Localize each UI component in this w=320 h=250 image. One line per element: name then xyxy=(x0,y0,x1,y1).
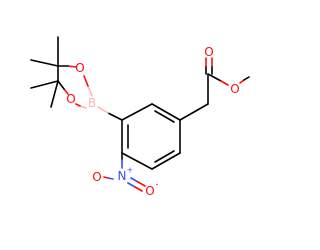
atom-oxygen-pinacol-bottom-label: O xyxy=(66,92,75,106)
bond-ester-o xyxy=(220,80,229,86)
bond-methyl-bottom xyxy=(50,80,59,108)
bond-ring-c2-c3 xyxy=(151,103,181,121)
atom-oxygen-carbonyl-label: O xyxy=(204,45,213,59)
bond-methyl-upper-left xyxy=(30,59,59,67)
atom-oxygen-nitro-right-label: O xyxy=(145,184,154,198)
atom-nitrogen-label: N xyxy=(118,169,127,183)
bond-ester-methyl-c xyxy=(243,76,250,81)
bond-methyl-lower-left xyxy=(30,80,59,89)
atom-labels: B O O N + O - O O O xyxy=(66,45,239,198)
bond-n-o-left-o xyxy=(103,176,109,179)
bond-ring-c4-c5 xyxy=(151,152,181,170)
bond-o-bottom-c-o xyxy=(63,88,69,95)
bond-ring-c1-c2 xyxy=(121,103,153,121)
bond-ring-boron-c xyxy=(107,112,123,121)
molecule-structure-diagram: B O O N + O - O O O xyxy=(30,36,250,198)
bond-n-o-right-a-n xyxy=(130,177,139,183)
bond-ester-methyl-o xyxy=(239,79,245,84)
atom-oxygen-nitro-left-label: O xyxy=(92,170,101,184)
atom-oxygen-ester-label: O xyxy=(230,82,239,96)
bond-o-top-c-o xyxy=(67,65,77,68)
bond-boron-o-top-o xyxy=(83,75,89,87)
bond-o-bottom-c-c xyxy=(57,80,65,90)
bond-boron-o-bottom-o xyxy=(75,103,81,107)
heteroatom-bonds xyxy=(57,57,250,192)
nitrogen-positive-charge: + xyxy=(127,166,134,175)
bond-n-o-right-b-n xyxy=(127,182,136,188)
bond-boron-o-bottom-b xyxy=(79,105,87,109)
bond-n-o-right-b-o xyxy=(134,186,143,192)
bond-n-o-left-n xyxy=(107,177,114,180)
atom-oxygen-pinacol-top-label: O xyxy=(75,61,84,75)
bond-ring-c5-c6 xyxy=(121,152,153,170)
bond-boron-o-top-b xyxy=(87,85,93,97)
bond-n-o-right-a-o xyxy=(137,181,146,187)
oxygen-negative-charge: - xyxy=(156,180,159,189)
carbon-bonds xyxy=(30,36,209,170)
bond-ring-double-1 xyxy=(154,110,175,123)
bond-ring-boron-b xyxy=(97,106,109,114)
bond-ring-ch2 xyxy=(179,103,209,121)
atom-boron-label: B xyxy=(88,96,96,110)
bond-ester-c xyxy=(207,73,222,82)
bond-ring-double-2 xyxy=(154,150,175,163)
